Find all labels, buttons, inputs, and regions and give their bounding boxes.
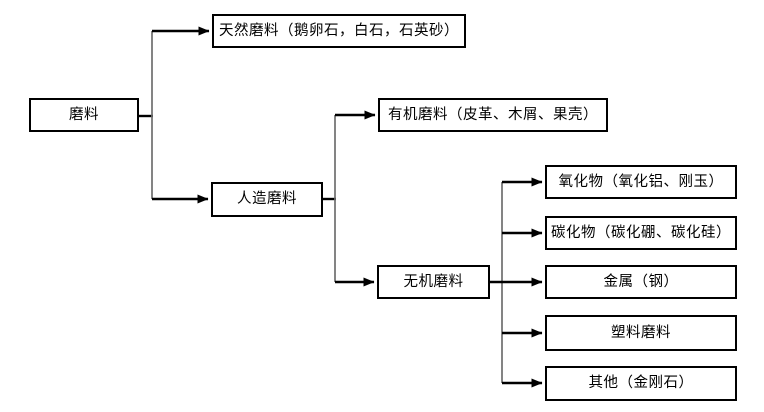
node-carbide: 碳化物（碳化硼、碳化硅） [545, 216, 737, 250]
node-inorganic: 无机磨料 [377, 265, 490, 299]
node-root: 磨料 [29, 98, 139, 132]
node-metal: 金属（钢） [545, 265, 737, 299]
node-plastic: 塑料磨料 [545, 315, 737, 351]
node-artificial: 人造磨料 [211, 182, 323, 217]
node-other: 其他（金刚石） [545, 366, 737, 401]
node-natural: 天然磨料（鹅卵石，白石，石英砂） [212, 14, 466, 48]
node-oxide: 氧化物（氧化铝、刚玉） [545, 165, 737, 199]
node-organic: 有机磨料（皮革、木屑、果壳） [378, 98, 608, 132]
